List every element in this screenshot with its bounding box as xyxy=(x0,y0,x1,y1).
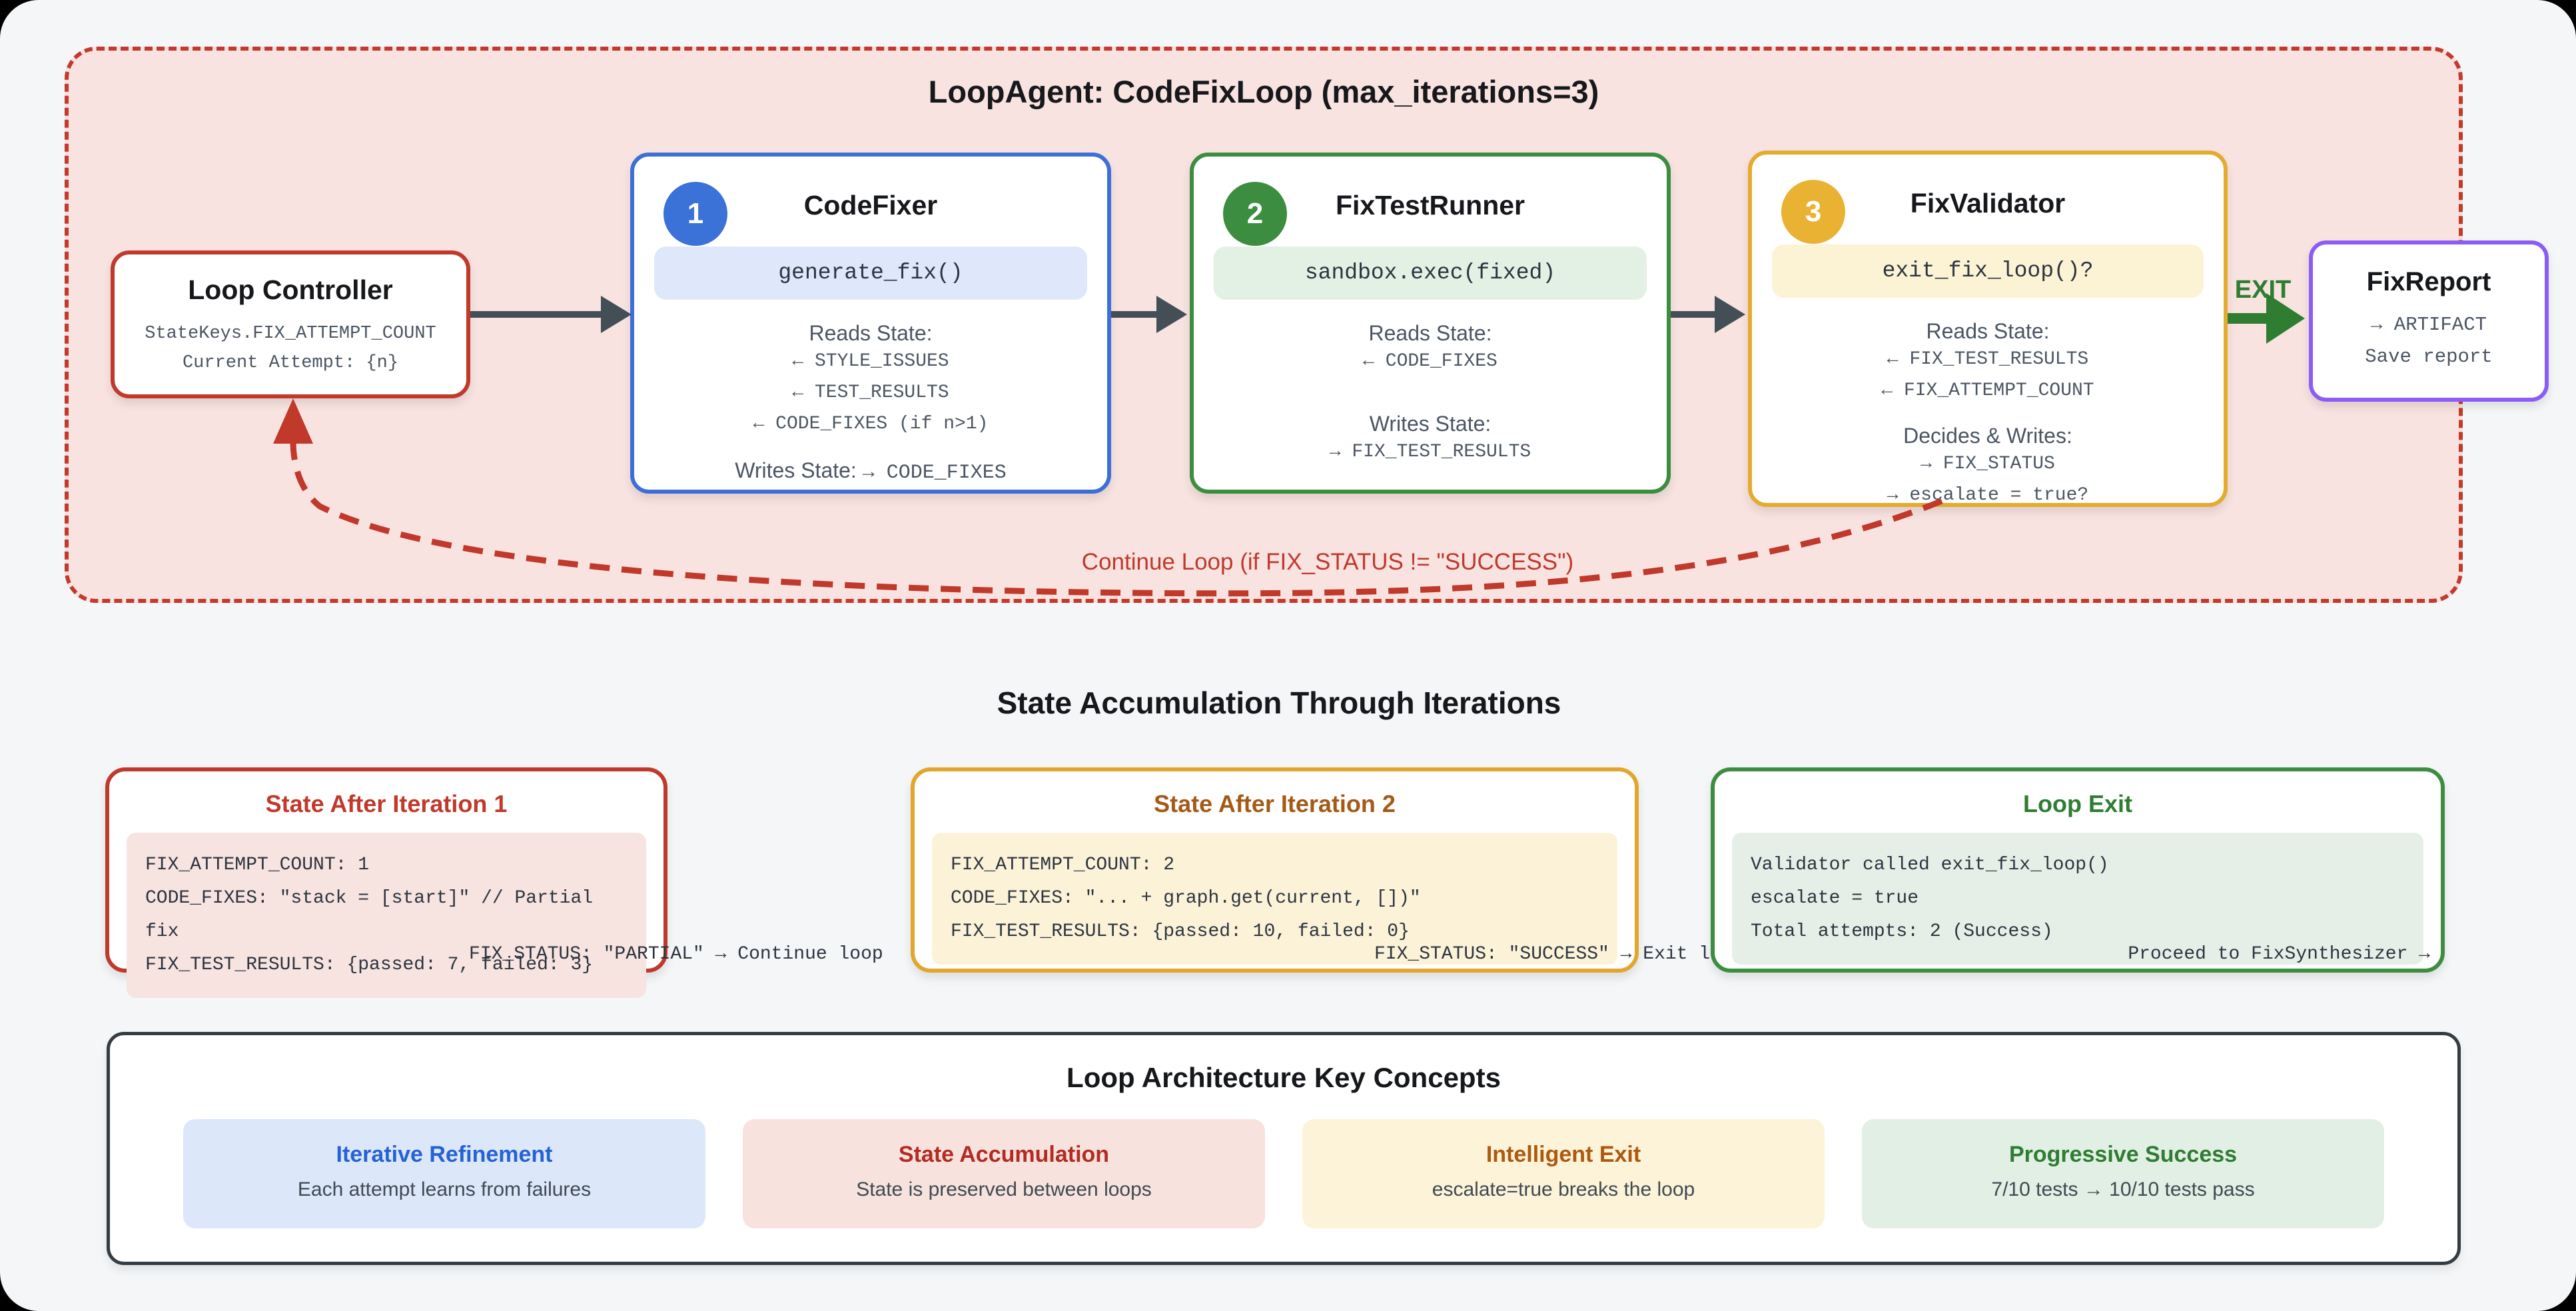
code-line: FIX_ATTEMPT_COUNT: 2 xyxy=(951,855,1175,875)
iteration-2-card: State After Iteration 2 FIX_ATTEMPT_COUN… xyxy=(911,767,1744,973)
iterations-section-title: State Accumulation Through Iterations xyxy=(997,685,1561,720)
loop-exit-title: Loop Exit xyxy=(2023,790,2132,817)
code-line: Validator called exit_fix_loop() xyxy=(1751,855,2109,875)
code-line: CODE_FIXES: "stack = [start]" // Partial… xyxy=(145,888,594,942)
reads-item: ← CODE_FIXES (if n>1) xyxy=(753,414,989,434)
loop-agent-title: LoopAgent: CodeFixLoop (max_iterations=3… xyxy=(928,74,1599,109)
step-3-badge: 3 xyxy=(1781,180,1845,244)
iteration-1-status-line: FIX_STATUS: "PARTIAL" → Continue loop xyxy=(469,944,883,965)
fix-report-save: Save report xyxy=(2365,346,2493,368)
concept-subtitle: 7/10 tests → 10/10 tests pass xyxy=(1991,1178,2255,1200)
writes-item: → FIX_TEST_RESULTS xyxy=(1329,442,1531,462)
concept-state-accumulation: State Accumulation State is preserved be… xyxy=(743,1119,1265,1228)
fix-validator-title: FixValidator xyxy=(1910,188,2066,218)
loop-controller-node: Loop Controller StateKeys.FIX_ATTEMPT_CO… xyxy=(111,250,470,398)
concept-title: Iterative Refinement xyxy=(336,1142,553,1167)
writes-state-line: Writes State: → CODE_FIXES xyxy=(634,458,1107,484)
reads-item: ← STYLE_ISSUES xyxy=(792,351,949,372)
loop-controller-title: Loop Controller xyxy=(188,274,393,305)
decides-writes-label: Decides & Writes: xyxy=(1903,424,2072,448)
fix-test-runner-title: FixTestRunner xyxy=(1336,190,1525,220)
writes-item: → CODE_FIXES xyxy=(862,462,1007,484)
fix-report-artifact: → ARTIFACT xyxy=(2370,314,2487,336)
code-fixer-function-pill: generate_fix() xyxy=(654,246,1087,300)
iteration-1-state-code: FIX_ATTEMPT_COUNT: 1 CODE_FIXES: "stack … xyxy=(127,833,646,998)
fix-validator-function-pill: exit_fix_loop()? xyxy=(1772,244,2204,298)
concept-subtitle: Each attempt learns from failures xyxy=(297,1178,592,1200)
fix-test-runner-function-pill: sandbox.exec(fixed) xyxy=(1214,246,1647,300)
continue-loop-label: Continue Loop (if FIX_STATUS != "SUCCESS… xyxy=(1081,549,1574,575)
concept-subtitle: State is preserved between loops xyxy=(856,1178,1152,1200)
iteration-1-card: State After Iteration 1 FIX_ATTEMPT_COUN… xyxy=(105,767,883,998)
reads-state-label: Reads State: xyxy=(809,321,933,345)
reads-item: ← FIX_ATTEMPT_COUNT xyxy=(1881,380,2094,401)
code-line: FIX_TEST_RESULTS: {passed: 10, failed: 0… xyxy=(951,921,1410,942)
concept-iterative-refinement: Iterative Refinement Each attempt learns… xyxy=(183,1119,705,1228)
writes-item-overflow: → escalate = true? xyxy=(1887,485,2089,506)
step-2-badge: 2 xyxy=(1223,182,1287,246)
concept-title: State Accumulation xyxy=(898,1142,1110,1167)
loop-controller-statekey: StateKeys.FIX_ATTEMPT_COUNT xyxy=(145,324,436,344)
iteration-2-status-line: FIX_STATUS: "SUCCESS" → Exit loop xyxy=(1374,944,1744,965)
code-line: FIX_TEST_RESULTS: {passed: 7, failed: 3} xyxy=(145,955,594,975)
concept-title: Progressive Success xyxy=(2008,1142,2238,1167)
exit-label: EXIT xyxy=(2234,276,2292,304)
concept-progressive-success: Progressive Success 7/10 tests → 10/10 t… xyxy=(1862,1119,2384,1228)
loop-exit-card: Loop Exit Validator called exit_fix_loop… xyxy=(1711,767,2445,973)
iteration-1-title: State After Iteration 1 xyxy=(265,790,508,817)
key-concepts-title: Loop Architecture Key Concepts xyxy=(1067,1062,1501,1093)
fix-report-title: FixReport xyxy=(2366,267,2491,296)
fix-test-runner-node: 2 FixTestRunner sandbox.exec(fixed) Read… xyxy=(1190,153,1671,494)
key-concepts-panel: Loop Architecture Key Concepts Iterative… xyxy=(107,1032,2461,1265)
reads-state-label: Reads State: xyxy=(1926,319,2050,343)
code-line: escalate = true xyxy=(1751,888,1919,909)
code-line: FIX_ATTEMPT_COUNT: 1 xyxy=(145,855,370,875)
concept-subtitle: escalate=true breaks the loop xyxy=(1432,1178,1695,1200)
reads-item: ← TEST_RESULTS xyxy=(792,382,949,403)
iteration-2-title: State After Iteration 2 xyxy=(1154,790,1396,817)
code-fixer-title: CodeFixer xyxy=(803,190,938,220)
loop-controller-attempt: Current Attempt: {n} xyxy=(182,353,399,373)
key-concepts-row: Iterative Refinement Each attempt learns… xyxy=(110,1119,2457,1228)
proceed-line: Proceed to FixSynthesizer → xyxy=(2128,944,2430,965)
concept-title: Intelligent Exit xyxy=(1486,1142,1641,1167)
writes-state-label: Writes State: xyxy=(1369,412,1492,436)
reads-item: ← CODE_FIXES xyxy=(1363,351,1498,372)
fix-validator-node: 3 FixValidator exit_fix_loop()? Reads St… xyxy=(1748,151,2228,507)
code-fixer-node: 1 CodeFixer generate_fix() Reads State: … xyxy=(630,153,1111,494)
fix-report-node: FixReport → ARTIFACT Save report xyxy=(2309,240,2549,402)
concept-intelligent-exit: Intelligent Exit escalate=true breaks th… xyxy=(1302,1119,1825,1228)
writes-item: → FIX_STATUS xyxy=(1921,454,2055,474)
writes-state-label: Writes State: xyxy=(735,458,857,482)
code-line: Total attempts: 2 (Success) xyxy=(1751,921,2053,942)
reads-state-label: Reads State: xyxy=(1368,321,1492,345)
loop-agent-container: LoopAgent: CodeFixLoop (max_iterations=3… xyxy=(65,47,2549,603)
reads-item: ← FIX_TEST_RESULTS xyxy=(1887,349,2089,370)
step-1-badge: 1 xyxy=(663,182,727,246)
code-line: CODE_FIXES: "... + graph.get(current, []… xyxy=(951,888,1421,909)
iteration-2-state-code: FIX_ATTEMPT_COUNT: 2 CODE_FIXES: "... + … xyxy=(932,833,1617,965)
loop-exit-code: Validator called exit_fix_loop() escalat… xyxy=(1732,833,2423,965)
